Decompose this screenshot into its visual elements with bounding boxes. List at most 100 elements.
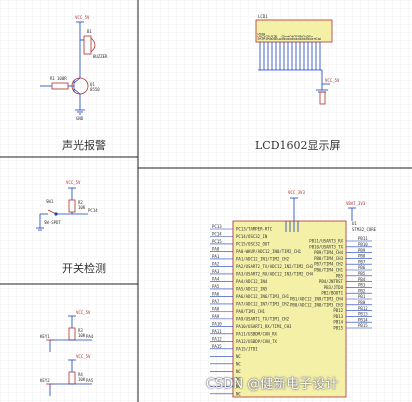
switch-caption: 开关检测 (62, 262, 106, 275)
mcu-left-pin-label: PA4/ADC12_IN4 (236, 279, 268, 284)
mcu-right-pin-label: PB11/USART3_RX (309, 239, 343, 244)
keys-vcc-label-2: VCC_5V (76, 354, 91, 359)
mcu-right-net-label: PB12 (358, 306, 368, 311)
mcu-right-net-label: PB1 (358, 294, 366, 299)
buzzer-gnd-label: GND (76, 116, 84, 121)
buzzer-transistor-value: 8550 (90, 87, 100, 92)
lcd-pin-label: D6 (305, 35, 310, 40)
lcd-circuit (255, 19, 333, 105)
key2-net: PA5 (86, 378, 94, 383)
mcu-left-pin-label: PC13/TAMPER-RTC (236, 227, 273, 232)
mcu-left-net-label: PA3 (212, 269, 220, 274)
key1-resistor-ref: R3 (78, 328, 83, 333)
mcu-right-pin-label: PB1/ADC12_IN9/TIM3_CH4 (290, 297, 344, 302)
mcu-right-pin-label: PB2/BOOT1 (321, 291, 343, 296)
buzzer-ref: B1 (87, 29, 92, 34)
key1-ref: KEY1 (40, 334, 50, 339)
lcd-pin-label: D5 (301, 35, 306, 40)
switch-resistor-ref: R2 (78, 200, 83, 205)
switch-vcc-label: VCC_5V (66, 180, 81, 185)
mcu-left-net-label: PC13 (212, 224, 222, 229)
buzzer-caption: 声光报警 (62, 139, 106, 152)
mcu-left-pin-label: PA5/ADC12_IN5 (236, 286, 268, 291)
lcd-pin-label: D4 (297, 35, 302, 40)
mcu-left-pin-label: NC (236, 391, 241, 396)
mcu-left-net-label: PC14 (212, 232, 222, 237)
mcu-right-net-label: PB13 (358, 312, 368, 317)
lcd-pin-label: D7 (309, 35, 314, 40)
mcu-left-net-label: PA4 (212, 277, 220, 282)
mcu-right-pin-label: PB9/TIM4_CH4 (314, 250, 343, 255)
mcu-left-pin-label: PA0-WKUP/ADC12_IN0/TIM2_CH1 (236, 249, 302, 254)
mcu-left-pin-label: PA7/ADC12_IN7/TIM3_CH2 (236, 301, 290, 306)
switch-ref: SW1 (46, 199, 54, 204)
buzzer-vcc-label: VCC_5V (75, 15, 90, 20)
mcu-right-net-label: PB9 (358, 248, 366, 253)
mcu-right-net-label: PB8 (358, 254, 366, 259)
mcu-left-net-label: PA1 (212, 254, 220, 259)
lcd-pin-label: E (277, 37, 282, 40)
mcu-right-net-label: PB5 (358, 271, 366, 276)
lcd-pin-label: K (317, 37, 322, 40)
key2-ref: KEY2 (40, 378, 50, 383)
switch-net-label: PC14 (88, 208, 98, 213)
mcu-right-pin-label: PB6/TIM4_CH1 (314, 268, 343, 273)
mcu-left-pin-label: PA8/TIM1_CH1 (236, 309, 265, 314)
mcu-left-net-label: PA10 (212, 322, 222, 327)
keys-circuit (46, 315, 92, 396)
mcu-left-pin-label: NC (236, 361, 241, 366)
key1-resistor-value: 10K (78, 333, 86, 338)
mcu-right-net-label: PB15 (358, 323, 368, 328)
switch-circuit (36, 187, 88, 231)
mcu-right-pin-label: PB5 (336, 273, 344, 278)
mcu-vbat-label: VBAT_3V3 (346, 201, 366, 206)
lcd-pin-label: D0 (281, 35, 286, 40)
lcd-caption: LCD1602显示屏 (255, 139, 341, 152)
mcu-right-net-label: PB0 (358, 300, 366, 305)
mcu-left-net-label: PA5 (212, 284, 220, 289)
mcu-left-net-label: PA7 (212, 299, 220, 304)
lcd-pin-label: VSS (257, 32, 262, 40)
mcu-right-pin-label: PB4/JNTRST (319, 279, 344, 284)
mcu-vcc-label: VCC_3V3 (288, 190, 305, 195)
mcu-left-pin-label: NC (236, 354, 241, 359)
mcu-right-pin-label: PB12 (333, 308, 343, 313)
mcu-right-pin-label: PB10/USART3_TX (309, 244, 343, 249)
key1-net: PA4 (86, 334, 94, 339)
mcu-chip-name: STM32_CORE (352, 227, 377, 232)
mcu-left-pin-label: PA1/ADC12_IN1/TIM2_CH2 (236, 256, 290, 261)
lcd-ref: LCD1 (258, 14, 268, 19)
mcu-left-pin-label: PC15/OSC32_OUT (236, 241, 270, 246)
lcd-pin-label: RS (269, 35, 274, 40)
lcd-vcc-label: VCC_5V (325, 78, 340, 83)
mcu-right-pin-label: PB8/TIM4_CH3 (314, 256, 343, 261)
mcu-left-net-label: PA12 (212, 337, 222, 342)
buzzer-name: BUZZER (93, 54, 108, 59)
lcd-pin-label: D3 (293, 35, 298, 40)
mcu-circuit (232, 197, 356, 398)
mcu-left-pin-label: PA12/USBDP/CAN_TX (236, 339, 278, 344)
mcu-left-pin-label: PA15/JTDI (236, 346, 258, 351)
lcd-pin-label: RW (273, 35, 278, 40)
mcu-right-net-label: PB11 (358, 236, 368, 241)
switch-resistor-value: 10K (78, 205, 86, 210)
mcu-left-pin-label: NC (236, 369, 241, 374)
mcu-right-pin-label: PB7/TIM4_CH2 (314, 262, 343, 267)
key2-resistor-ref: R4 (78, 372, 83, 377)
key2-resistor-value: 10K (78, 377, 86, 382)
mcu-right-net-label: PB14 (358, 317, 368, 322)
mcu-left-net-label: PA2 (212, 262, 220, 267)
mcu-right-pin-label: PB13 (333, 314, 343, 319)
mcu-left-pin-label: PA9/USART1_TX/TIM1_CH2 (236, 316, 290, 321)
mcu-right-net-label: PB4 (358, 277, 366, 282)
mcu-left-net-label: PA9 (212, 314, 220, 319)
mcu-left-pin-label: PA6/ADC12_IN6/TIM3_CH1 (236, 294, 290, 299)
keys-vcc-label-1: VCC_5V (76, 310, 91, 315)
mcu-left-net-label: PA0 (212, 247, 220, 252)
mcu-right-net-label: PB7 (358, 259, 366, 264)
mcu-right-pin-label: PB14 (333, 320, 343, 325)
